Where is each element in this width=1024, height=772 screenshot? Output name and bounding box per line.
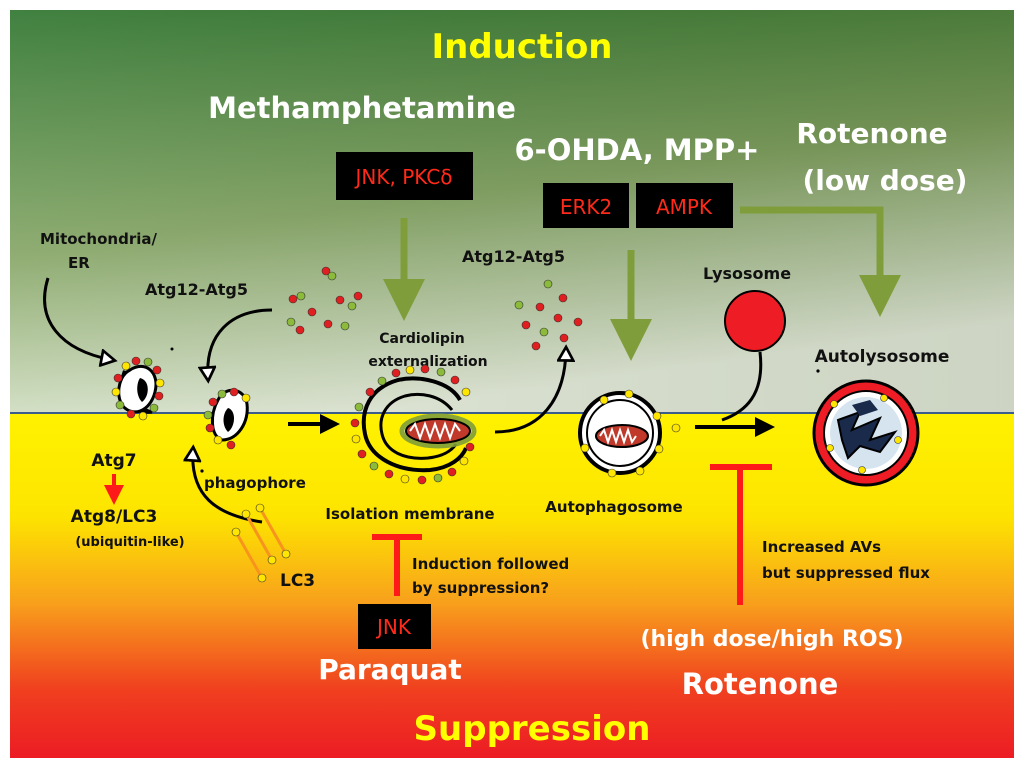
rotenone-induction-arrow — [740, 206, 901, 317]
lysosome-label: Lysosome — [703, 264, 791, 283]
suppressed-flux-label: but suppressed flux — [762, 564, 930, 582]
speck-2 — [816, 369, 820, 373]
autophagosome-label: Autophagosome — [545, 498, 682, 516]
lysosome — [724, 290, 786, 352]
isolation-membrane — [350, 364, 477, 485]
high-dose-label: (high dose/high ROS) — [640, 627, 903, 652]
mito-er-arrow — [43, 277, 112, 360]
isolation-membrane-label: Isolation membrane — [325, 505, 494, 523]
atg12-left-dots — [286, 266, 363, 335]
methamphetamine-label: Methamphetamine — [208, 91, 516, 125]
mito-er-label: Mitochondria/ — [40, 230, 157, 248]
atg12-right-label: Atg12-Atg5 — [462, 247, 565, 266]
mito-er-vesicle — [111, 356, 165, 421]
externalization-label: externalization — [368, 354, 487, 370]
autolysosome — [812, 379, 920, 487]
low-dose-label: (low dose) — [803, 164, 968, 197]
rotenone-inhibition — [710, 464, 772, 605]
autophagosome — [578, 389, 681, 478]
isolation-to-atg12-arrow — [494, 350, 566, 434]
jnk-pkc-box: JNK, PKCδ — [336, 152, 473, 200]
jnk-text: JNK — [375, 615, 412, 639]
phagophore-label: phagophore — [204, 474, 306, 492]
paraquat-inhibition — [372, 534, 422, 596]
rotenone-bottom-label: Rotenone — [682, 667, 839, 701]
erk2-box: ERK2 — [543, 183, 629, 228]
atg12-right-dots — [514, 279, 583, 351]
ampk-box: AMPK — [636, 183, 733, 228]
by-suppression-label: by suppression? — [412, 579, 549, 597]
atg12-left-arrow — [208, 308, 273, 378]
induction-title: Induction — [431, 27, 612, 67]
paraquat-label: Paraquat — [318, 653, 462, 686]
jnk-box: JNK — [358, 604, 431, 649]
er-label: ER — [68, 254, 90, 272]
suppression-title: Suppression — [414, 709, 651, 749]
atg12-left-label: Atg12-Atg5 — [145, 280, 248, 299]
ubiquitin-label: (ubiquitin-like) — [75, 535, 184, 550]
lc3-strands — [231, 503, 291, 583]
speck — [170, 347, 174, 351]
ampk-text: AMPK — [656, 195, 713, 219]
increased-avs-label: Increased AVs — [762, 538, 881, 556]
erk2-text: ERK2 — [560, 195, 612, 219]
lysosome-fusion-line — [721, 351, 763, 422]
atg8-label: Atg8/LC3 — [71, 507, 158, 527]
rotenone-low-label: Rotenone — [796, 117, 947, 150]
lc3-label: LC3 — [280, 571, 315, 591]
phagophore-vesicle — [203, 387, 251, 450]
ohda-mpp-label: 6-OHDA, MPP+ — [515, 133, 760, 167]
autolysosome-label: Autolysosome — [815, 347, 950, 367]
jnk-pkc-text: JNK, PKCδ — [354, 165, 453, 189]
induction-followed-label: Induction followed — [412, 555, 569, 573]
speck-3 — [200, 469, 204, 473]
cardiolipin-label: Cardiolipin — [379, 331, 464, 347]
atg7-label: Atg7 — [91, 451, 136, 471]
